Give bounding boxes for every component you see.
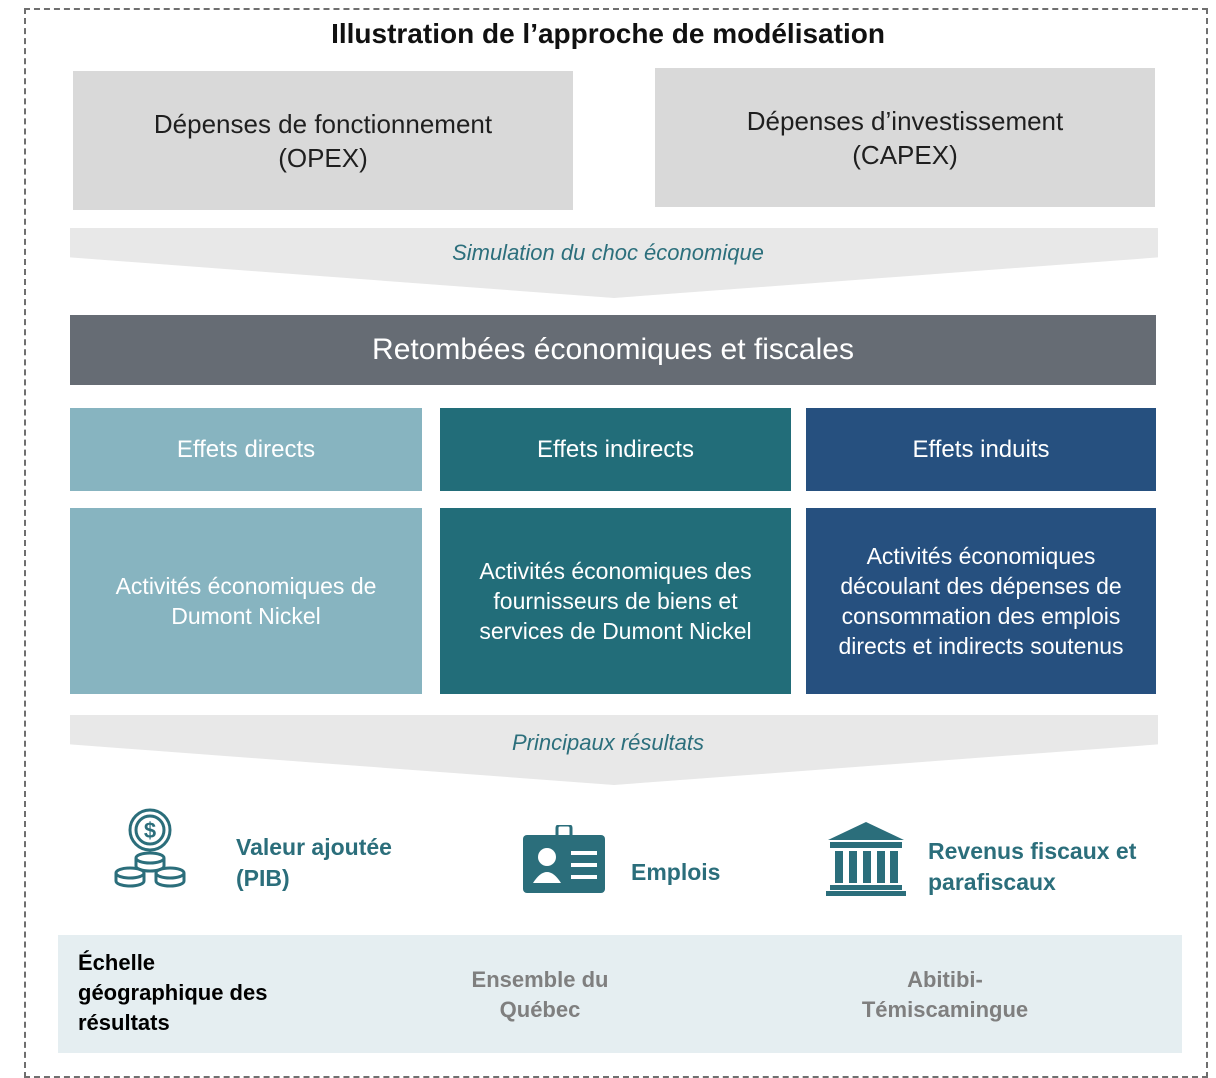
simulation-label: Simulation du choc économique — [452, 240, 764, 265]
effect-name: Effets induits — [912, 435, 1050, 463]
effect-desc-indirect: Activités économiques des fournisseurs d… — [440, 508, 791, 694]
effect-description: Activités économiques des fournisseurs d… — [479, 558, 752, 644]
retombees-title: Retombées économiques et fiscales — [372, 333, 854, 366]
id-badge-icon — [523, 825, 605, 893]
capex-abbrev: (CAPEX) — [852, 139, 958, 170]
geo-abitibi: Abitibi-Témiscamingue — [861, 967, 1029, 1022]
effect-header-indirect: Effets indirects — [440, 408, 791, 491]
geographic-scale-title: Échelle géographique des résultats — [78, 950, 268, 1035]
effect-desc-direct: Activités économiques de Dumont Nickel — [70, 508, 422, 694]
geographic-scale-panel: Échelle géographique des résultats Ensem… — [58, 935, 1182, 1053]
svg-text:$: $ — [144, 818, 156, 843]
result-revenus-fiscaux: Revenus fiscaux et parafiscaux — [928, 838, 1137, 895]
opex-label: Dépenses de fonctionnement — [153, 108, 493, 139]
capex-label: Dépenses d’investissement — [746, 105, 1064, 136]
result-emplois: Emplois — [631, 859, 721, 885]
diagram-title: Illustration de l’approche de modélisati… — [331, 18, 885, 49]
geo-ensemble-quebec: Ensemble du Québec — [471, 967, 609, 1022]
opex-abbrev: (OPEX) — [278, 142, 368, 173]
effect-header-direct: Effets directs — [70, 408, 422, 491]
effect-name: Effets directs — [176, 435, 316, 463]
effect-header-induced: Effets induits — [806, 408, 1156, 491]
effect-description: Activités économiques de Dumont Nickel — [115, 573, 377, 629]
opex-box: Dépenses de fonctionnement (OPEX) — [73, 71, 573, 210]
effect-desc-induced: Activités économiques découlant des dépe… — [806, 508, 1156, 694]
result-valeur-ajoutee: Valeur ajoutée (PIB) — [236, 834, 392, 891]
coins-dollar-icon: $ — [114, 808, 186, 888]
effect-description: Activités économiques découlant des dépe… — [838, 543, 1124, 659]
capex-box: Dépenses d’investissement (CAPEX) — [655, 68, 1155, 207]
retombees-bar: Retombées économiques et fiscales — [70, 315, 1156, 385]
results-arrow-label: Principaux résultats — [512, 730, 704, 755]
effect-name: Effets indirects — [537, 435, 694, 463]
government-building-icon — [826, 822, 906, 896]
